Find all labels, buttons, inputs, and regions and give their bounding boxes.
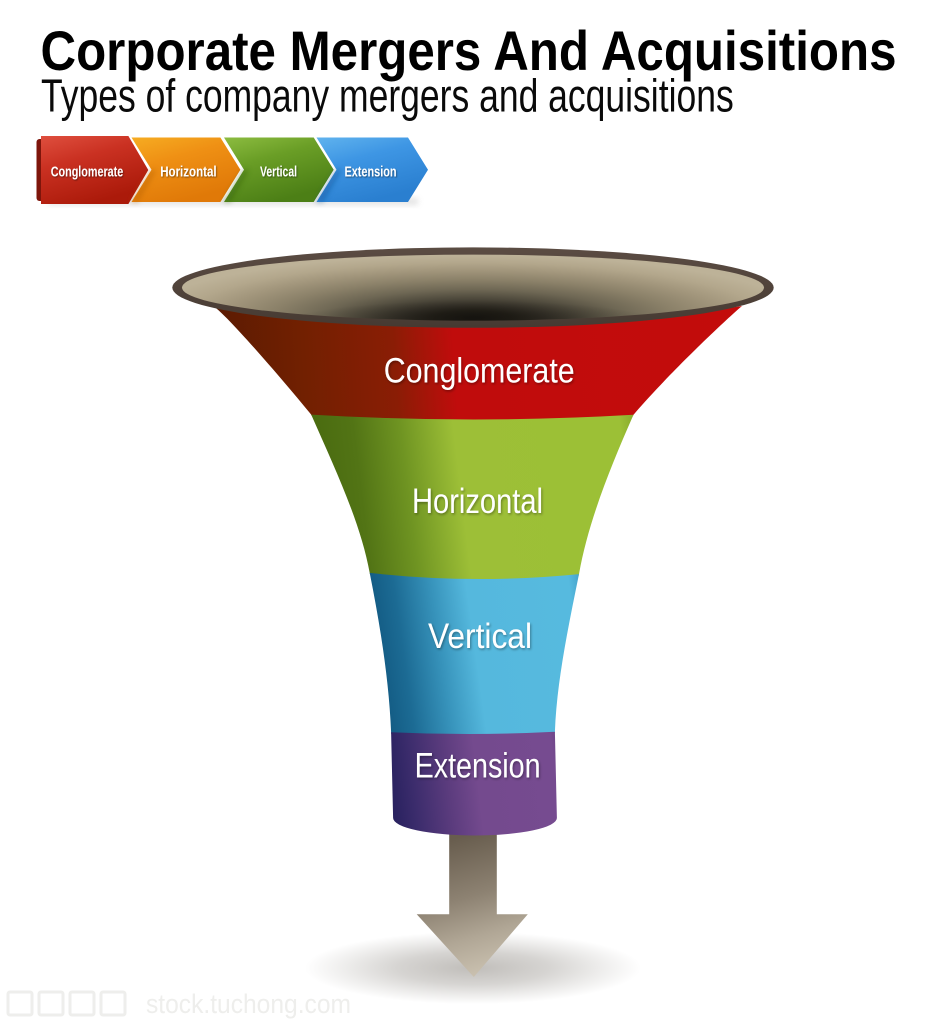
svg-text:Extension: Extension	[415, 746, 541, 785]
svg-text:Conglomerate: Conglomerate	[51, 165, 124, 181]
svg-text:Types of company mergers and a: Types of company mergers and acquisition…	[41, 69, 734, 121]
svg-text:Corporate Mergers And Acquisit: Corporate Mergers And Acquisitions	[41, 19, 897, 82]
svg-text:Vertical: Vertical	[260, 165, 297, 181]
svg-text:Extension: Extension	[344, 165, 396, 181]
svg-text:Horizontal: Horizontal	[412, 482, 543, 521]
svg-text:Conglomerate: Conglomerate	[384, 351, 575, 390]
svg-text:Horizontal: Horizontal	[160, 165, 216, 181]
svg-text:Vertical: Vertical	[428, 617, 532, 656]
svg-text:stock.tuchong.com: stock.tuchong.com	[146, 989, 351, 1019]
